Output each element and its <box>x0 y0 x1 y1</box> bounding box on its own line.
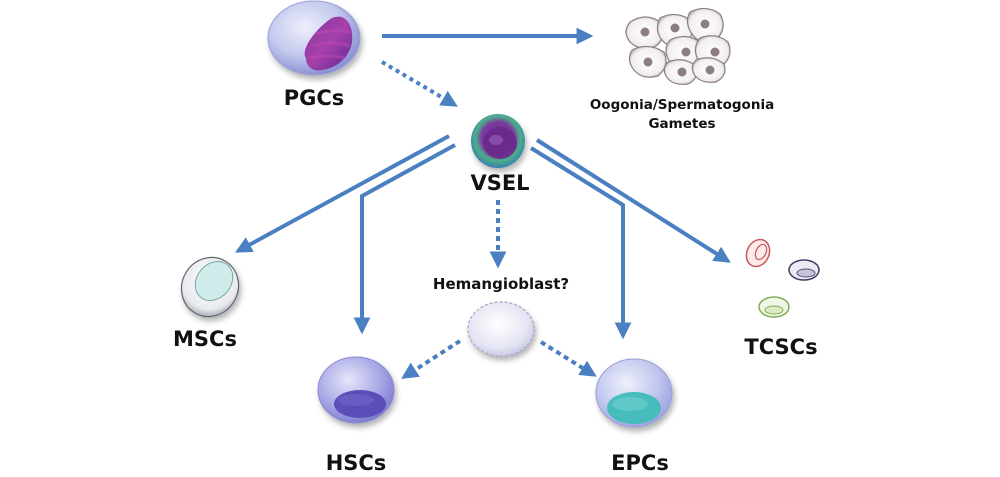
label-hemangioblast: Hemangioblast? <box>432 275 570 293</box>
label-epcs: EPCs <box>611 451 669 475</box>
pgc-cell-icon <box>267 0 361 76</box>
tcsc-green-cell-icon <box>758 296 790 318</box>
label-vsel: VSEL <box>470 171 530 195</box>
arrow-vsel-to-epcs <box>529 146 632 340</box>
label-tcscs: TCSCs <box>744 335 818 359</box>
arrow-vsel-to-mscs <box>235 134 450 253</box>
arrow-hemangioblast-to-epcs <box>539 340 597 377</box>
arrow-pgcs-to-vsel <box>380 60 458 107</box>
label-gametes-line2: Gametes <box>648 116 716 132</box>
tcsc-cells-icon <box>745 238 820 318</box>
epc-cell-icon <box>595 358 673 428</box>
label-gametes: Oogonia/Spermatogonia Gametes <box>590 96 774 134</box>
arrow-vsel-to-tcscs <box>535 138 731 263</box>
hemangioblast-cell-icon <box>467 301 535 357</box>
tcsc-red-cell-icon <box>745 238 771 268</box>
label-pgcs: PGCs <box>283 86 345 110</box>
hsc-cell-icon <box>317 356 395 424</box>
label-mscs: MSCs <box>173 327 237 351</box>
label-hscs: HSCs <box>325 451 387 475</box>
arrows <box>235 27 731 379</box>
vsel-cell-icon <box>471 114 525 168</box>
msc-cell-icon <box>180 256 240 318</box>
label-gametes-line1: Oogonia/Spermatogonia <box>589 97 775 113</box>
tcsc-navy-cell-icon <box>788 259 820 281</box>
arrow-hemangioblast-to-hscs <box>401 339 462 379</box>
germ-cell-cluster-icon <box>625 7 731 85</box>
arrow-vsel-to-hscs <box>353 143 456 335</box>
